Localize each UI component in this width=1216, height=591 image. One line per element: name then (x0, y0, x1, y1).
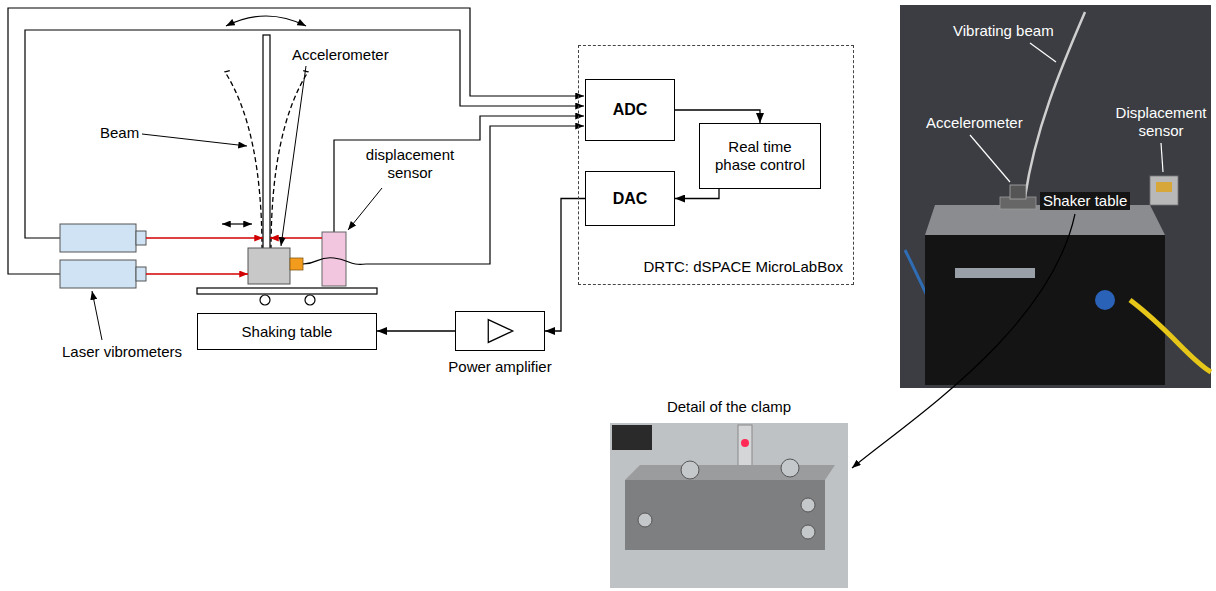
shaker-plate (955, 268, 1035, 278)
figure-label: Detail of the clamp (639, 398, 819, 416)
sensor-photo (1156, 182, 1172, 192)
box-label: ADC (613, 100, 648, 119)
box-label: Shaking table (242, 323, 333, 341)
amplifier-symbol: Power amplifier (455, 311, 545, 351)
beam (263, 35, 270, 250)
signal-wire (8, 8, 584, 274)
photo-label: Displacement sensor (1113, 104, 1209, 140)
laser-lens (136, 267, 146, 281)
signal-wire (303, 126, 584, 264)
box-label: DAC (613, 189, 648, 208)
part-label: Beam (100, 124, 139, 142)
photo-background (610, 423, 848, 588)
accelerometer-photo (1010, 185, 1026, 199)
beam-photo (1025, 12, 1085, 197)
amplifier-triangle (488, 320, 512, 343)
table-plate (197, 288, 377, 294)
bolt (638, 513, 652, 527)
deflected-beam (225, 70, 262, 250)
laser-vibrometer (60, 260, 136, 288)
leader-line (348, 188, 382, 230)
laser-beam (146, 237, 263, 238)
signal-arrow (675, 110, 760, 123)
accelerometer (290, 258, 303, 270)
part-label: Laser vibrometers (62, 343, 182, 361)
cable (1130, 300, 1211, 372)
signal-arrow (545, 199, 585, 332)
group-title: DRTC: dSPACE MicroLabBox (643, 258, 843, 276)
swing-arrow (226, 16, 306, 26)
leader-line (970, 135, 1010, 182)
signal-arrow (675, 189, 719, 199)
clamp-photo (625, 480, 825, 550)
leader-line (1030, 43, 1056, 62)
shaker-box: Shaking table (197, 313, 377, 350)
amplifier-triangle (456, 312, 544, 350)
bolt (801, 525, 815, 539)
bolt (801, 498, 815, 512)
clamp-photo (625, 465, 835, 480)
signal-wire (25, 30, 584, 238)
deflected-beam (271, 70, 308, 250)
laser-vibrometer (60, 224, 136, 252)
motion-arrow (222, 223, 252, 224)
bolt (681, 461, 699, 479)
leader-line (281, 66, 306, 246)
bolt (781, 459, 799, 477)
converter-box: DAC (585, 171, 675, 226)
photo-label: Vibrating beam (953, 22, 1054, 40)
sensor-photo (1150, 176, 1178, 205)
box-label: Real time phase control (708, 138, 812, 174)
laser-lens (136, 231, 146, 245)
laser-beam (270, 237, 322, 238)
table-wheel (260, 295, 270, 305)
signal-wire (334, 116, 584, 232)
shaker-body (925, 235, 1165, 385)
photo-detail (612, 425, 652, 450)
photo-label: Shaker table (1040, 192, 1130, 210)
leader-line (142, 134, 247, 146)
laser-beam (146, 273, 248, 274)
displacement-sensor (322, 232, 346, 286)
converter-box: ADC (585, 79, 675, 141)
connector (1095, 290, 1115, 310)
controller-group: ADC Real time phase controlDAC DRTC: dSPAC… (578, 45, 854, 285)
part-label: displacement sensor (360, 146, 460, 182)
laser-spot (741, 439, 749, 447)
controller-box: Real time phase control (699, 123, 821, 189)
photo-background (900, 5, 1211, 388)
part-label: Accelerometer (292, 46, 389, 64)
signal-arrow (377, 330, 455, 331)
photo-label: Accelerometer (926, 114, 1023, 132)
detail-arrow (852, 214, 1075, 468)
symbol-label: Power amplifier (448, 358, 551, 376)
leader-line (92, 291, 102, 340)
clamp-block (248, 248, 290, 284)
table-wheel (305, 295, 315, 305)
leader-line (1161, 143, 1163, 172)
